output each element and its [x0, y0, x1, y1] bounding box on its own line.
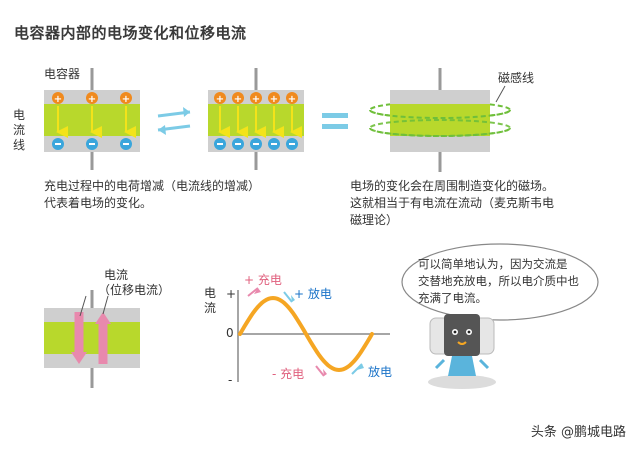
capacitor-magnetic — [369, 68, 511, 172]
discharge-negative-label: 放电 — [368, 365, 393, 379]
axis-current-label: 电 流 — [204, 286, 217, 315]
magnetic-line-label: 磁感线 — [498, 71, 535, 85]
swap-arrows — [157, 107, 191, 135]
svg-text:+: + — [54, 94, 62, 105]
capacitor-2: + + + + + — [208, 68, 304, 170]
caption-left: 充电过程中的电荷增减（电流线的增减） 代表着电场的变化。 — [44, 179, 261, 210]
positive-charge-icon — [86, 92, 98, 104]
axis-plus: + — [226, 287, 237, 301]
discharge-positive-label: + 放电 — [294, 287, 332, 301]
svg-text:+: + — [252, 94, 260, 105]
watermark: 头条 @鹏城电路 — [530, 425, 626, 440]
positive-charge-icon — [52, 92, 64, 104]
capacitor-1: + + + — [44, 68, 140, 170]
svg-text:+: + — [122, 94, 130, 105]
axis-zero: 0 — [226, 326, 234, 340]
displacement-capacitor — [44, 290, 140, 388]
caption-right: 电场的变化会在周围制造变化的磁场。 这就相当于有电流在流动（麦克斯韦电 磁理论） — [350, 179, 555, 227]
positive-charge-icon — [250, 92, 262, 104]
positive-charge-icon — [286, 92, 298, 104]
page-title: 电容器内部的电场变化和位移电流 — [14, 24, 247, 42]
charge-negative-label: - 充电 — [272, 367, 305, 381]
bubble-text: 可以简单地认为，因为交流是 交替地充放电，所以电介质中也 充满了电流。 — [418, 257, 579, 305]
capacitor-label: 电容器 — [44, 67, 81, 81]
svg-text:+: + — [270, 94, 278, 105]
svg-text:+: + — [88, 94, 96, 105]
displacement-current-label: 电流 （位移电流） — [98, 268, 171, 297]
svg-text:+: + — [234, 94, 242, 105]
svg-text:+: + — [288, 94, 296, 105]
positive-charge-icon — [232, 92, 244, 104]
capacitor-mascot — [428, 314, 496, 389]
current-line-label: 电 流 线 — [13, 108, 26, 152]
axis-minus: - — [228, 373, 233, 387]
svg-text:+: + — [216, 94, 224, 105]
equals-sign — [322, 113, 348, 129]
sine-chart — [237, 287, 390, 382]
positive-charge-icon — [214, 92, 226, 104]
positive-charge-icon — [120, 92, 132, 104]
positive-charge-icon — [268, 92, 280, 104]
charge-positive-label: + 充电 — [244, 273, 282, 287]
